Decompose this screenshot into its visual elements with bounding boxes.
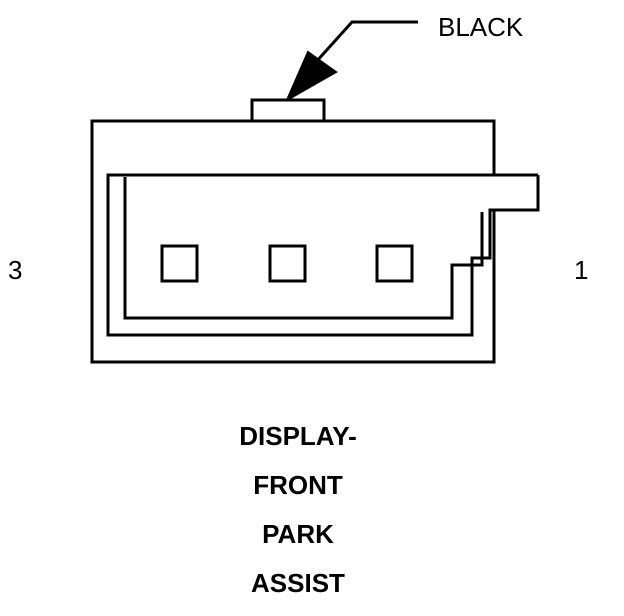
pin-cavity-1 xyxy=(375,244,414,283)
connector-diagram xyxy=(90,20,540,364)
connector-latch xyxy=(250,98,326,123)
callout-leader-line xyxy=(314,20,418,64)
title-line-4: ASSIST xyxy=(251,568,345,598)
pin-number-left: 3 xyxy=(8,255,23,285)
connector-title: DISPLAY- FRONT PARK ASSIST xyxy=(0,420,596,616)
pin-cavity-3 xyxy=(160,244,199,283)
connector-cavity-inner xyxy=(123,177,484,320)
title-line-1: DISPLAY- xyxy=(239,421,357,451)
connector-color-label: BLACK xyxy=(438,12,524,42)
pin-cavity-2 xyxy=(268,244,307,283)
title-line-2: FRONT xyxy=(253,470,343,500)
callout-arrowhead xyxy=(284,50,338,103)
title-line-3: PARK xyxy=(262,519,334,549)
pin-number-right: 1 xyxy=(574,255,589,285)
connector-cavity-outer xyxy=(106,173,540,337)
